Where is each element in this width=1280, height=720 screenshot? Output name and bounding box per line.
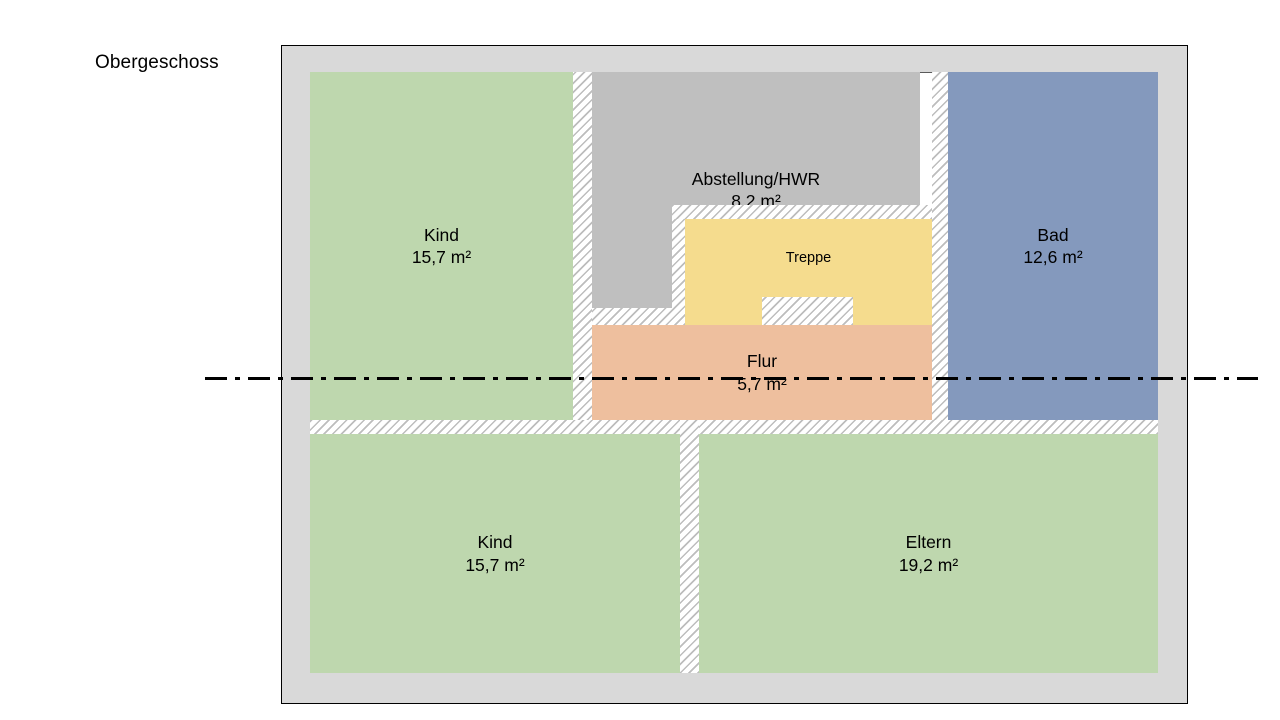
wall-horizontal-abstellung-bottom (592, 308, 685, 325)
room-area: 12,6 m² (1023, 247, 1083, 267)
room-area: 15,7 m² (465, 554, 525, 575)
wall-vertical-treppe-left (672, 205, 685, 325)
wall-horizontal-main (310, 420, 1158, 434)
room-name: Treppe (785, 250, 832, 266)
room-bad[interactable]: Bad 12,6 m² (948, 72, 1158, 420)
room-name: Bad (1037, 224, 1069, 245)
page-title: Obergeschoss (95, 52, 219, 73)
room-name: Abstellung/HWR (691, 168, 821, 189)
wall-vertical-bad (932, 72, 948, 434)
room-name: Kind (423, 224, 460, 245)
room-flur[interactable]: Flur 5,7 m² (592, 325, 932, 420)
wall-vertical-kind-eltern (680, 420, 699, 673)
room-eltern[interactable]: Eltern 19,2 m² (699, 434, 1158, 673)
room-area: 5,7 m² (737, 373, 787, 394)
wall-vertical-kind-abstellung (573, 72, 592, 434)
room-kind-top[interactable]: Kind 15,7 m² (310, 72, 573, 420)
room-area: 15,7 m² (411, 247, 472, 267)
section-cut-line (205, 377, 1258, 380)
room-area: 19,2 m² (898, 554, 959, 575)
wall-horizontal-treppe-top (672, 205, 932, 219)
room-name: Eltern (905, 532, 952, 553)
room-name: Flur (746, 351, 778, 372)
room-kind-bottom[interactable]: Kind 15,7 m² (310, 434, 680, 673)
room-name: Kind (477, 532, 513, 553)
stair-opening-notch (762, 297, 853, 325)
